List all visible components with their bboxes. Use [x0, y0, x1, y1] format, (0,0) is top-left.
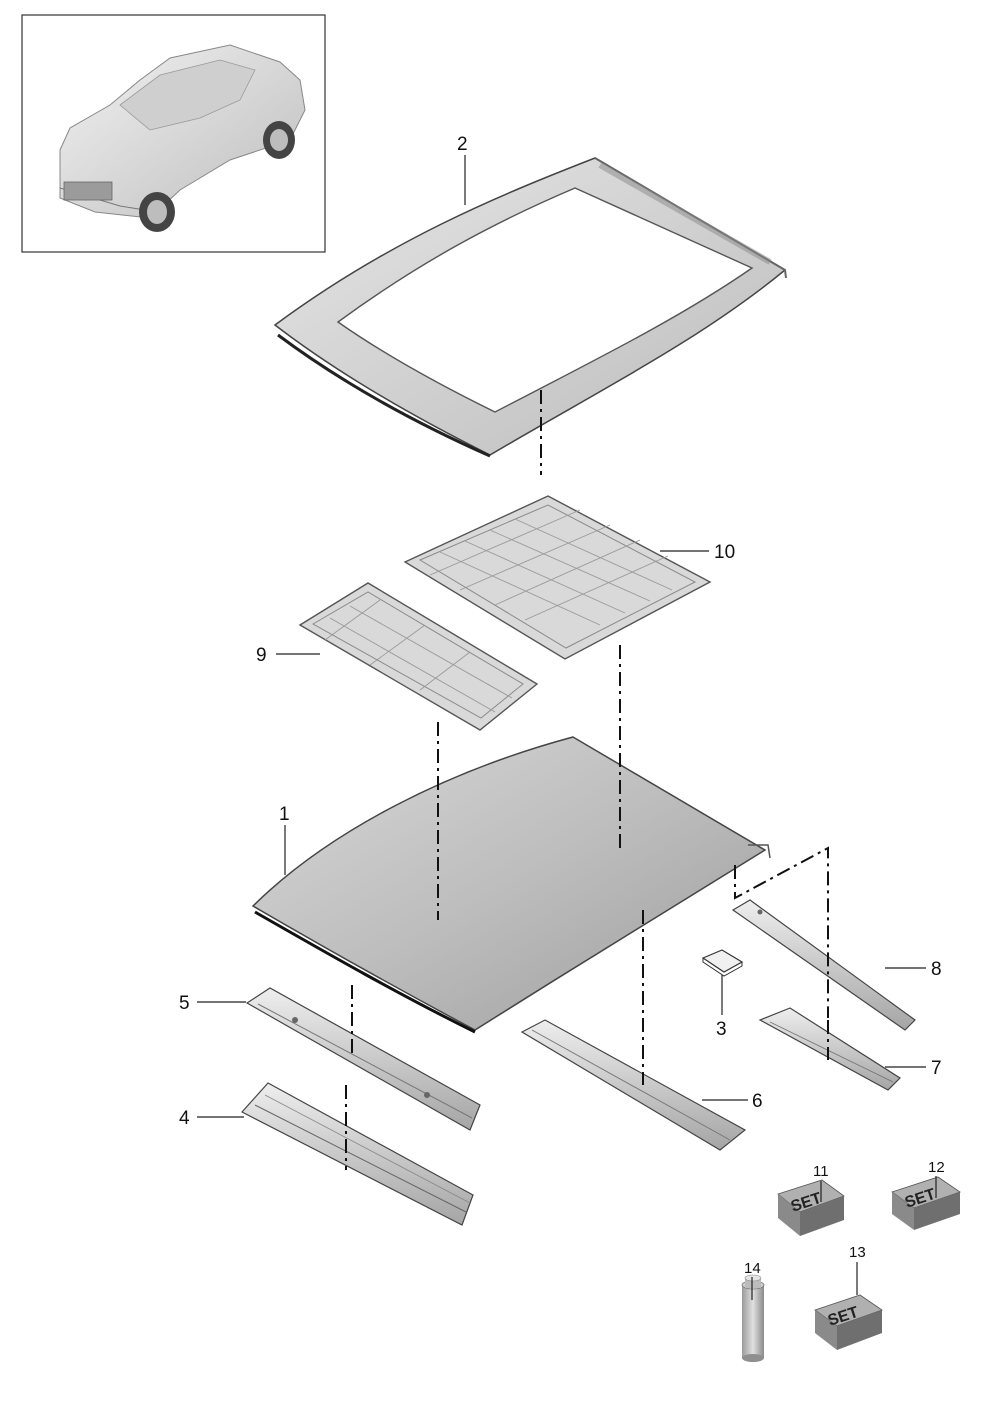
part-8-rear-roof-bow: [731, 899, 916, 1031]
leader-lines: [197, 155, 937, 1300]
part-3-pad: [701, 949, 744, 977]
set-box-12: SET: [891, 1176, 961, 1230]
callout-11: 11: [813, 1163, 829, 1180]
callout-5: 5: [179, 993, 190, 1014]
part-2-roof-frame: [273, 157, 787, 458]
callout-4: 4: [179, 1108, 190, 1129]
callout-10: 10: [714, 542, 735, 563]
assembly-lines: [345, 390, 829, 1170]
set-box-11: SET: [777, 1179, 845, 1236]
callout-labels: 2 10 9 1 5 4 6 3 8 7 11 12 13 14: [179, 134, 945, 1277]
part-7-rear-roof-bow-reinforcement: [758, 1007, 901, 1091]
callout-9: 9: [256, 645, 267, 666]
callout-7: 7: [931, 1058, 942, 1079]
callout-8: 8: [931, 959, 942, 980]
vehicle-thumbnail: [21, 14, 326, 253]
callout-12: 12: [928, 1159, 945, 1176]
callout-2: 2: [457, 134, 468, 155]
part-4-front-roof-bow-reinforcement: [241, 1082, 474, 1226]
suv-vehicle-icon: [59, 44, 306, 232]
callout-6: 6: [752, 1091, 763, 1112]
callout-14: 14: [744, 1260, 761, 1277]
part-6-middle-roof-bow: [520, 1019, 747, 1151]
part-1-roof-panel: [251, 736, 771, 1034]
set-box-13: SET: [814, 1294, 883, 1350]
callout-1: 1: [279, 804, 290, 825]
part-5-front-roof-bow: [245, 987, 481, 1131]
part-10-roof-insulation: [403, 495, 712, 660]
callout-3: 3: [716, 1019, 727, 1040]
part-9-roof-insulation: [298, 582, 539, 731]
part-14-tube: [741, 1274, 765, 1362]
callout-13: 13: [849, 1244, 866, 1261]
